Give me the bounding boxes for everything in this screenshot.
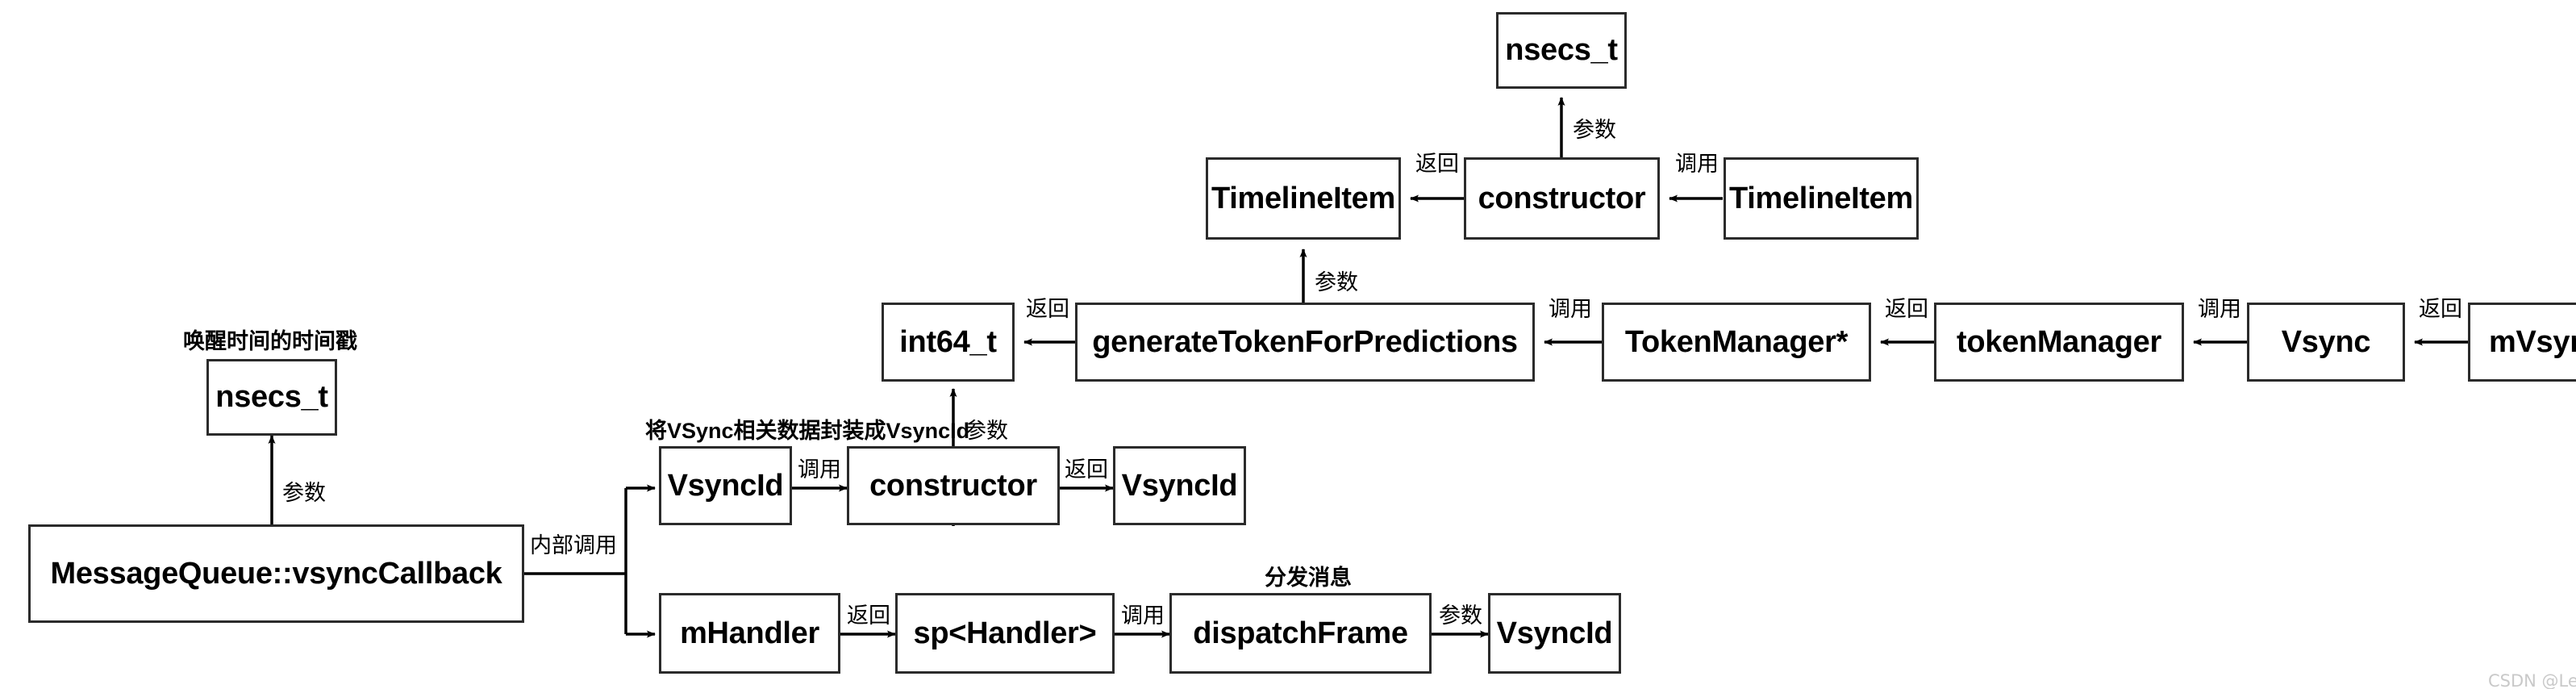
node-sp-handler[interactable]: sp<Handler>: [895, 593, 1115, 674]
node-tokenmanager-ptr[interactable]: TokenManager*: [1602, 303, 1871, 382]
note-wakeup-timestamp: 唤醒时间的时间戳: [183, 329, 357, 353]
edge-label-generate-to-int64: 返回: [1026, 297, 1069, 321]
node-label: VsyncId: [667, 468, 784, 503]
node-vsync[interactable]: Vsync: [2247, 303, 2405, 382]
node-nsecs-t-top[interactable]: nsecs_t: [1496, 12, 1627, 89]
node-label: VsyncId: [1496, 616, 1613, 650]
node-label: generateTokenForPredictions: [1092, 324, 1518, 359]
node-label: VsyncId: [1121, 468, 1238, 503]
node-constructor-vsyncid[interactable]: constructor: [847, 446, 1060, 525]
node-nsecs-t-left[interactable]: nsecs_t: [206, 359, 337, 436]
node-label: TimelineItem: [1729, 181, 1913, 215]
edge-label-mhandler-to-sphandler: 返回: [847, 603, 890, 628]
node-timelineitem-right[interactable]: TimelineItem: [1724, 157, 1919, 240]
node-label: TimelineItem: [1211, 181, 1395, 215]
edge-label-sphandler-to-dispatch: 调用: [1121, 603, 1165, 628]
node-label: TokenManager*: [1624, 324, 1849, 359]
node-timelineitem-left[interactable]: TimelineItem: [1206, 157, 1401, 240]
node-label: mHandler: [680, 616, 819, 650]
node-tokenmanager[interactable]: tokenManager: [1934, 303, 2184, 382]
node-label: nsecs_t: [215, 380, 328, 414]
node-vsyncid-dispatch[interactable]: VsyncId: [1488, 593, 1621, 674]
edge-label-vsync-to-tokenmgr: 调用: [2198, 297, 2241, 321]
note-dispatch-message: 分发消息: [1265, 566, 1352, 590]
node-dispatch-frame[interactable]: dispatchFrame: [1169, 593, 1432, 674]
edge-label-mvsync-to-vsync: 返回: [2419, 297, 2462, 321]
edge-label-callback-internal: 内部调用: [530, 533, 617, 557]
node-mvsync[interactable]: mVsync: [2468, 303, 2576, 382]
edge-label-dispatch-to-vsyncid: 参数: [1439, 603, 1482, 628]
node-label: int64_t: [899, 324, 997, 359]
node-mhandler[interactable]: mHandler: [659, 593, 840, 674]
node-vsyncid-out[interactable]: VsyncId: [1113, 446, 1246, 525]
edge-label-tokenmgrptr-to-generate: 调用: [1549, 297, 1592, 321]
node-label: constructor: [869, 468, 1037, 503]
edge-label-vsyncid-to-constructor: 调用: [798, 457, 841, 482]
edge-label-tokenmgr-to-tokenmgrptr: 返回: [1885, 297, 1928, 321]
node-label: nsecs_t: [1505, 33, 1618, 67]
edge-label-callback-to-nsecs: 参数: [282, 481, 326, 505]
note-encapsulate-vsyncid: 将VSync相关数据封装成VsyncId: [645, 419, 970, 443]
node-label: constructor: [1478, 181, 1646, 215]
edge-label-constructor-vsyncid-param: 参数: [965, 419, 1008, 443]
node-label: dispatchFrame: [1193, 616, 1408, 650]
node-constructor-timeline[interactable]: constructor: [1464, 157, 1660, 240]
node-generate-token[interactable]: generateTokenForPredictions: [1075, 303, 1535, 382]
edge-label-constructor-to-nsecs: 参数: [1573, 118, 1616, 142]
node-label: tokenManager: [1956, 324, 2161, 359]
edge-label-constructor-to-timelineitem: 返回: [1415, 152, 1459, 176]
edge-label-timelineitem-to-constructor: 调用: [1675, 152, 1719, 176]
node-vsyncid-in[interactable]: VsyncId: [659, 446, 792, 525]
watermark-csdn: CSDN @LeeDuo.: [2488, 671, 2576, 689]
node-label: MessageQueue::vsyncCallback: [50, 556, 502, 591]
node-int64-t[interactable]: int64_t: [882, 303, 1015, 382]
node-label: Vsync: [2281, 324, 2371, 359]
node-label: sp<Handler>: [913, 616, 1097, 650]
edge-label-generate-to-timelineitem: 参数: [1315, 270, 1358, 294]
node-label: mVsync: [2489, 324, 2576, 359]
node-message-queue-callback[interactable]: MessageQueue::vsyncCallback: [28, 524, 524, 623]
edge-label-constructor-to-vsyncid: 返回: [1065, 457, 1108, 482]
